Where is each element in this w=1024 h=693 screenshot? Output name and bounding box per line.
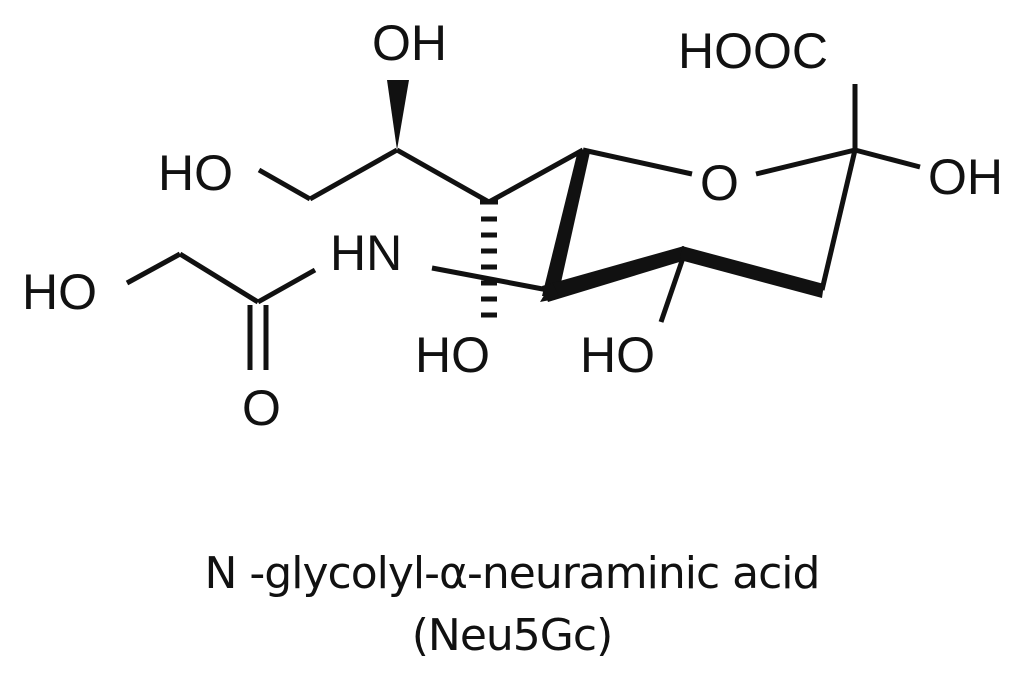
bond-c9-o bbox=[257, 167, 312, 202]
bond-ch2-carbonyl bbox=[178, 251, 260, 305]
molecule-abbreviation: (Neu5Gc) bbox=[411, 610, 613, 661]
label-o-carbonyl: O bbox=[242, 380, 281, 436]
bond-c4-oh bbox=[658, 254, 687, 323]
neu5gc-structure: OH HO HN HO O HO HO O HOOC OH bbox=[22, 15, 1003, 436]
bond-c4-c3-bold bbox=[680, 246, 824, 298]
bond-n-c5 bbox=[431, 265, 549, 293]
bond-carbonyl-n bbox=[256, 267, 317, 305]
bold-ring-bonds bbox=[387, 80, 824, 302]
wedge-c5-tip bbox=[540, 282, 560, 302]
bond-c2-oh bbox=[854, 147, 921, 170]
bond-c2-c3 bbox=[819, 149, 858, 291]
bond-o-c2 bbox=[755, 147, 856, 177]
label-ho-c9: HO bbox=[158, 145, 233, 201]
molecule-name: N -glycolyl-α-neuraminic acid bbox=[204, 548, 821, 599]
bond-c6-c5-bold bbox=[542, 150, 590, 296]
label-oh-top: OH bbox=[372, 15, 447, 71]
bond-c9-c8 bbox=[308, 147, 399, 202]
label-ring-o: O bbox=[700, 155, 739, 211]
label-ho-c7: HO bbox=[415, 327, 490, 383]
bond-glycolyl-ho bbox=[125, 251, 182, 286]
hashed-bond-c7-oh bbox=[480, 199, 498, 318]
bond-c5-c4-bold bbox=[542, 246, 686, 302]
label-oh-anomeric: OH bbox=[928, 149, 1003, 205]
bond-c7-c6 bbox=[487, 147, 585, 205]
label-ho-glycolyl: HO bbox=[22, 264, 97, 320]
label-hooc: HOOC bbox=[678, 23, 828, 79]
label-ho-c4: HO bbox=[580, 327, 655, 383]
bonds bbox=[125, 84, 921, 370]
bond-c6-o bbox=[582, 147, 693, 177]
bond-c8-c7 bbox=[395, 147, 491, 205]
wedge-c8-oh bbox=[387, 80, 409, 150]
label-hn: HN bbox=[330, 225, 402, 281]
